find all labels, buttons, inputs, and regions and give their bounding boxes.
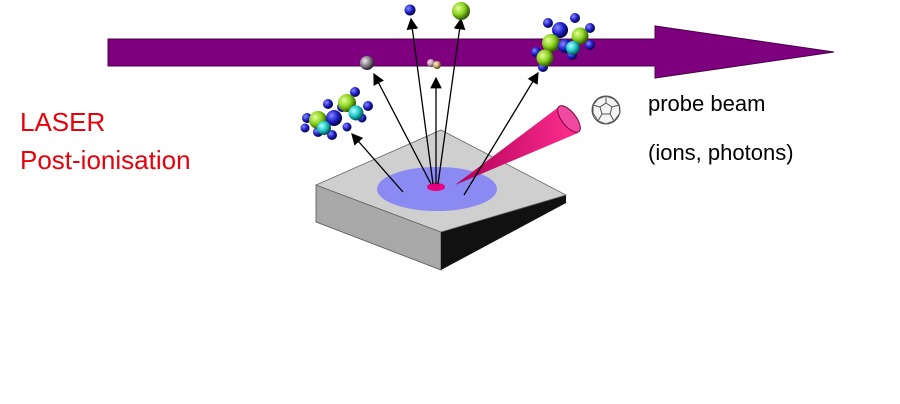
trajectory-arrow — [463, 71, 539, 196]
molecule-left — [300, 87, 373, 140]
trajectory-arrow — [437, 17, 466, 185]
probe-beam-label: probe beam — [648, 91, 766, 116]
sample-right-edge — [441, 195, 566, 270]
trajectory-arrow — [406, 17, 434, 185]
fullerene-icon — [591, 95, 621, 125]
sputtered-fragments — [360, 2, 470, 70]
probe-cone — [455, 105, 581, 185]
trajectory-arrow — [351, 133, 404, 193]
laser-label: LASER — [20, 107, 106, 137]
laser-beam-arrow — [107, 25, 835, 79]
probe-type-label: (ions, photons) — [648, 140, 794, 165]
sample-slab — [314, 129, 568, 271]
impact-spot — [427, 183, 445, 191]
fragment-atom — [404, 4, 416, 16]
fragment-atom — [433, 61, 441, 69]
fragment-atom — [452, 2, 470, 20]
post-ionisation-label: Post-ionisation — [20, 145, 191, 175]
trajectory-arrow — [373, 72, 432, 185]
fragment-atom — [360, 56, 374, 70]
trajectory-arrows — [351, 17, 539, 196]
molecule-right — [531, 13, 595, 72]
